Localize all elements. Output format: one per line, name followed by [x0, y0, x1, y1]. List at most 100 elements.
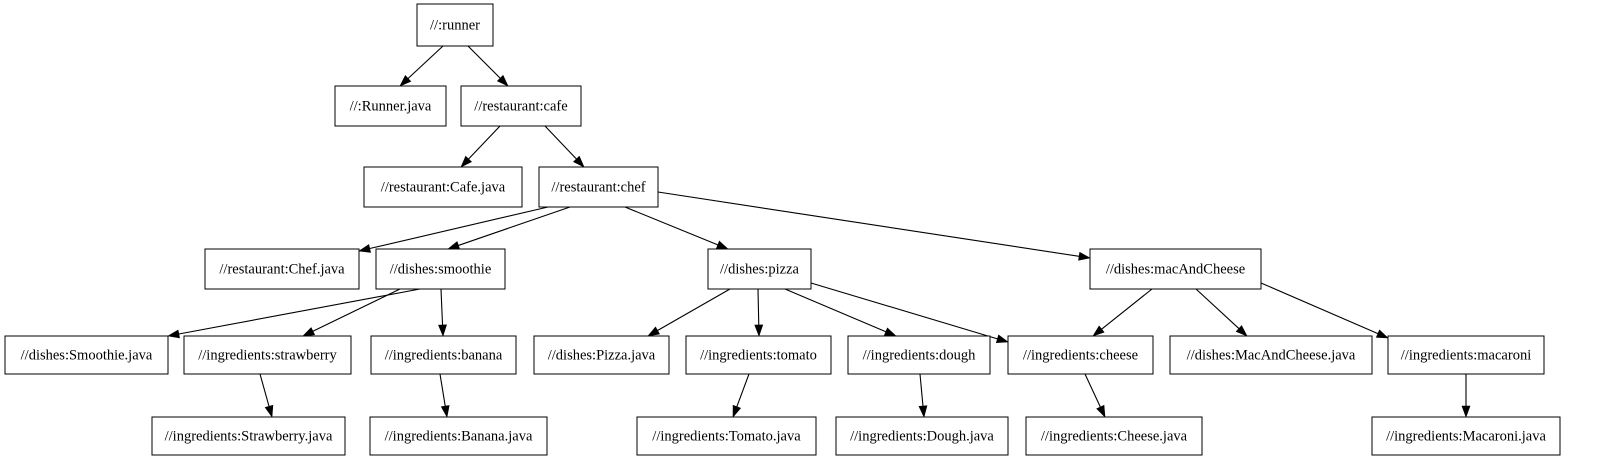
edge-line: [1260, 282, 1379, 335]
node-box[interactable]: [1025, 416, 1203, 456]
node-box[interactable]: [375, 248, 506, 290]
graph-edge: [1195, 288, 1248, 337]
graph-node-cheese_java[interactable]: //ingredients:Cheese.java: [1025, 416, 1203, 456]
node-label: //restaurant:Cafe.java: [381, 179, 506, 195]
node-label: //ingredients:Dough.java: [850, 428, 994, 444]
node-label: //ingredients:tomato: [700, 347, 817, 363]
node-label: //dishes:Smoothie.java: [21, 347, 153, 363]
edge-line: [784, 288, 887, 333]
graph-node-cafe_java[interactable]: //restaurant:Cafe.java: [363, 166, 523, 208]
graph-edge: [358, 206, 549, 253]
node-box[interactable]: [1089, 248, 1262, 290]
nodes-layer: //:runner //:Runner.java //restaurant:cafe…: [4, 3, 1561, 456]
edge-line: [369, 206, 549, 250]
edge-line: [657, 191, 1080, 257]
edge-arrowhead-icon: [732, 404, 742, 418]
node-box[interactable]: [460, 85, 582, 127]
node-label: //restaurant:cafe: [474, 98, 567, 114]
node-box[interactable]: [685, 335, 832, 375]
node-box[interactable]: [183, 335, 352, 375]
graph-node-ing_macaroni[interactable]: //ingredients:macaroni: [1387, 335, 1545, 375]
graph-node-banana_java[interactable]: //ingredients:Banana.java: [369, 416, 548, 456]
graph-node-ing_strawberry[interactable]: //ingredients:strawberry: [183, 335, 352, 375]
node-box[interactable]: [204, 248, 360, 290]
graph-edge: [1461, 374, 1471, 418]
node-box[interactable]: [538, 166, 659, 208]
graph-node-dishes_mac[interactable]: //dishes:macAndCheese: [1089, 248, 1262, 290]
graph-edge: [399, 45, 444, 87]
edge-arrowhead-icon: [1461, 405, 1471, 418]
edge-line: [1195, 288, 1240, 329]
graph-node-dishes_smoothie[interactable]: //dishes:smoothie: [375, 248, 506, 290]
node-box[interactable]: [1007, 335, 1154, 375]
node-box[interactable]: [533, 335, 670, 375]
edge-arrowhead-icon: [358, 244, 372, 253]
edge-arrowhead-icon: [302, 327, 316, 337]
graph-node-runner[interactable]: //:runner: [416, 3, 494, 47]
edge-arrowhead-icon: [399, 75, 412, 87]
graph-node-restaurant_cafe[interactable]: //restaurant:cafe: [460, 85, 582, 127]
node-box[interactable]: [416, 3, 494, 47]
graph-node-dishes_pizza[interactable]: //dishes:pizza: [707, 248, 812, 290]
graph-node-pizza_java[interactable]: //dishes:Pizza.java: [533, 335, 670, 375]
graph-edge: [259, 373, 274, 418]
node-box[interactable]: [636, 416, 817, 456]
graph-node-chef_java[interactable]: //restaurant:Chef.java: [204, 248, 360, 290]
node-box[interactable]: [707, 248, 812, 290]
node-box[interactable]: [4, 335, 169, 375]
graph-node-ing_tomato[interactable]: //ingredients:tomato: [685, 335, 832, 375]
edges-layer: [167, 45, 1471, 418]
node-label: //dishes:pizza: [720, 261, 799, 277]
edge-arrowhead-icon: [918, 405, 928, 418]
graph-edge: [438, 288, 447, 337]
node-box[interactable]: [1371, 416, 1561, 456]
edge-line: [1101, 288, 1153, 330]
edge-arrowhead-icon: [496, 74, 509, 87]
node-box[interactable]: [370, 335, 517, 375]
edge-arrowhead-icon: [460, 155, 472, 168]
graph-edge: [439, 373, 450, 418]
node-box[interactable]: [334, 85, 447, 127]
edge-line: [259, 373, 270, 407]
graph-node-mac_java[interactable]: //dishes:MacAndCheese.java: [1169, 335, 1373, 375]
node-label: //ingredients:dough: [863, 347, 977, 363]
node-label: //ingredients:banana: [385, 347, 503, 363]
graph-node-macaroni_java[interactable]: //ingredients:Macaroni.java: [1371, 416, 1561, 456]
edge-arrowhead-icon: [447, 241, 461, 250]
node-label: //dishes:smoothie: [390, 261, 492, 277]
node-label: //dishes:macAndCheese: [1106, 261, 1245, 277]
graph-node-restaurant_chef[interactable]: //restaurant:chef: [538, 166, 659, 208]
edge-line: [468, 125, 501, 160]
graph-node-ing_cheese[interactable]: //ingredients:cheese: [1007, 335, 1154, 375]
edge-line: [544, 125, 577, 160]
node-box[interactable]: [847, 335, 991, 375]
graph-edge: [1260, 282, 1389, 339]
graph-edge: [647, 288, 731, 337]
graph-node-strawberry_java[interactable]: //ingredients:Strawberry.java: [151, 416, 346, 456]
graph-node-ing_dough[interactable]: //ingredients:dough: [847, 335, 991, 375]
node-box[interactable]: [363, 166, 523, 208]
node-label: //:Runner.java: [350, 98, 432, 114]
edge-arrowhead-icon: [1096, 404, 1106, 418]
edge-arrowhead-icon: [883, 327, 897, 337]
graph-node-tomato_java[interactable]: //ingredients:Tomato.java: [636, 416, 817, 456]
edge-arrowhead-icon: [1078, 251, 1091, 261]
node-box[interactable]: [1169, 335, 1373, 375]
graph-node-dough_java[interactable]: //ingredients:Dough.java: [835, 416, 1009, 456]
graph-edge: [732, 373, 750, 418]
node-box[interactable]: [369, 416, 548, 456]
graph-node-smoothie_java[interactable]: //dishes:Smoothie.java: [4, 335, 169, 375]
node-label: //ingredients:macaroni: [1401, 347, 1531, 363]
graph-node-ing_banana[interactable]: //ingredients:banana: [370, 335, 517, 375]
node-label: //ingredients:Banana.java: [385, 428, 533, 444]
graph-edge: [1092, 288, 1153, 337]
node-box[interactable]: [1387, 335, 1545, 375]
node-label: //ingredients:Tomato.java: [652, 428, 801, 444]
node-label: //restaurant:Chef.java: [219, 261, 345, 277]
edge-line: [624, 206, 719, 246]
node-box[interactable]: [151, 416, 346, 456]
node-box[interactable]: [835, 416, 1009, 456]
graph-node-runner_java[interactable]: //:Runner.java: [334, 85, 447, 127]
edge-line: [1084, 373, 1101, 408]
